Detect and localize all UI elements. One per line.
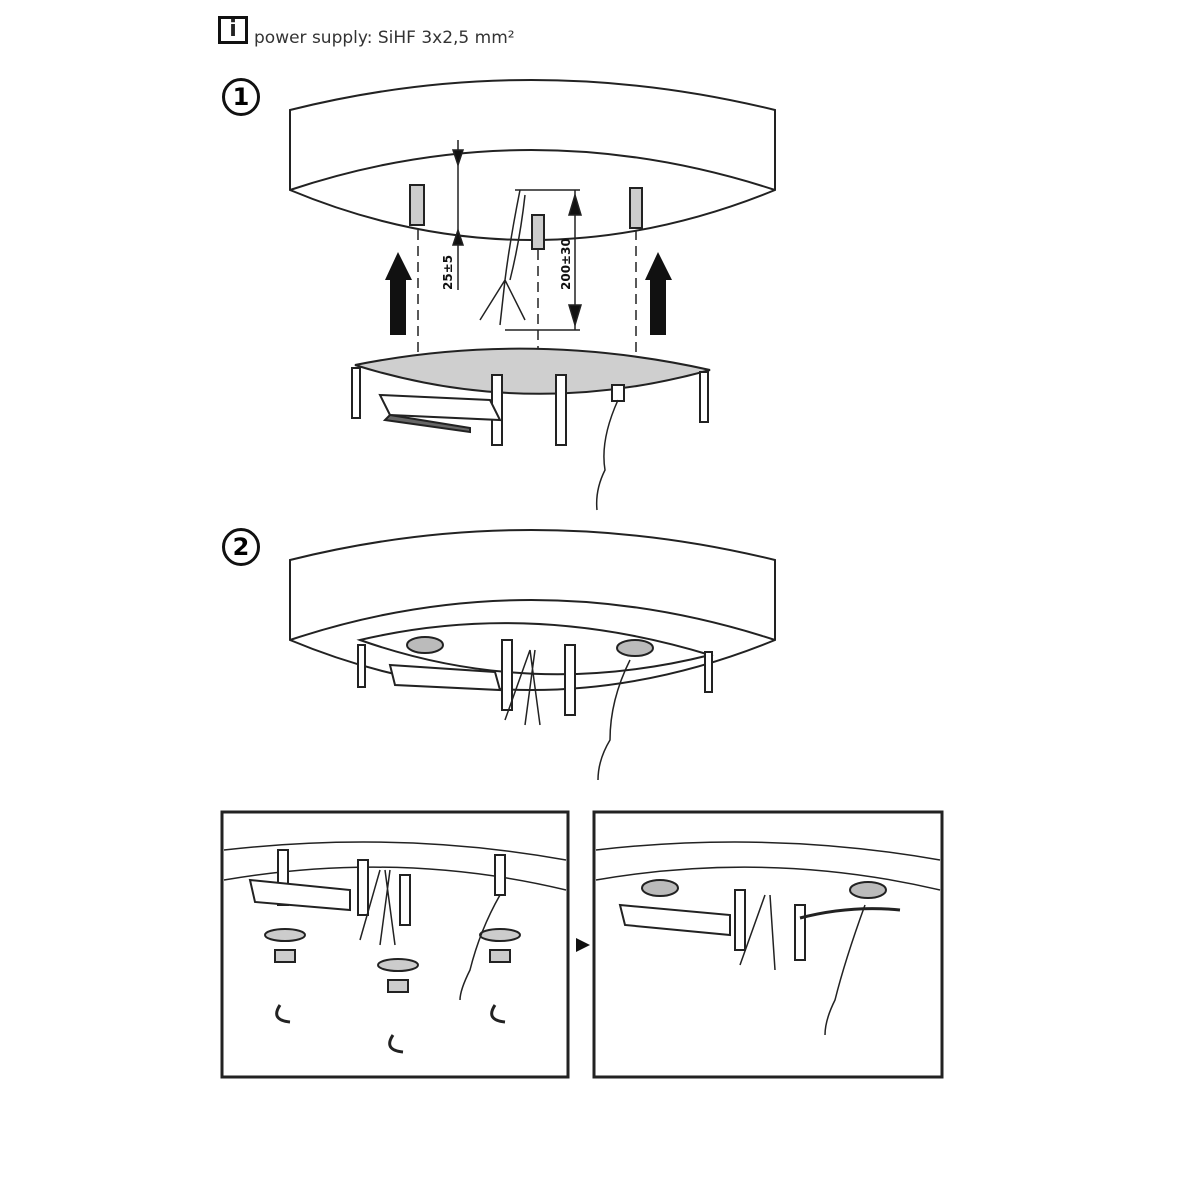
info-note: i power supply: SiHF 3x2,5 mm² <box>218 16 515 48</box>
rotate-arrow-icon <box>275 1004 506 1054</box>
mounting-bolts-1 <box>409 184 643 250</box>
power-supply-note: power supply: SiHF 3x2,5 mm² <box>254 28 515 48</box>
cable-length-label: 200±30 <box>559 238 573 290</box>
alignment-lines-1 <box>417 230 637 380</box>
detail-panel-left <box>220 810 570 1079</box>
lamp-plate-1 <box>351 347 711 511</box>
detail-panel-right <box>592 810 944 1079</box>
step-1-marker: 1 <box>222 78 260 116</box>
mains-cable-1 <box>479 189 526 326</box>
assembled-luminaire-2 <box>289 529 776 781</box>
dimension-bolt <box>451 140 465 290</box>
info-icon: i <box>218 16 248 44</box>
up-arrow-icon <box>385 252 672 335</box>
step-2-marker: 2 <box>222 528 260 566</box>
nut-washer-icon <box>264 928 521 993</box>
dimension-cable <box>505 189 583 331</box>
bolt-length-label: 25±5 <box>441 255 455 290</box>
next-arrow-icon <box>576 938 590 952</box>
